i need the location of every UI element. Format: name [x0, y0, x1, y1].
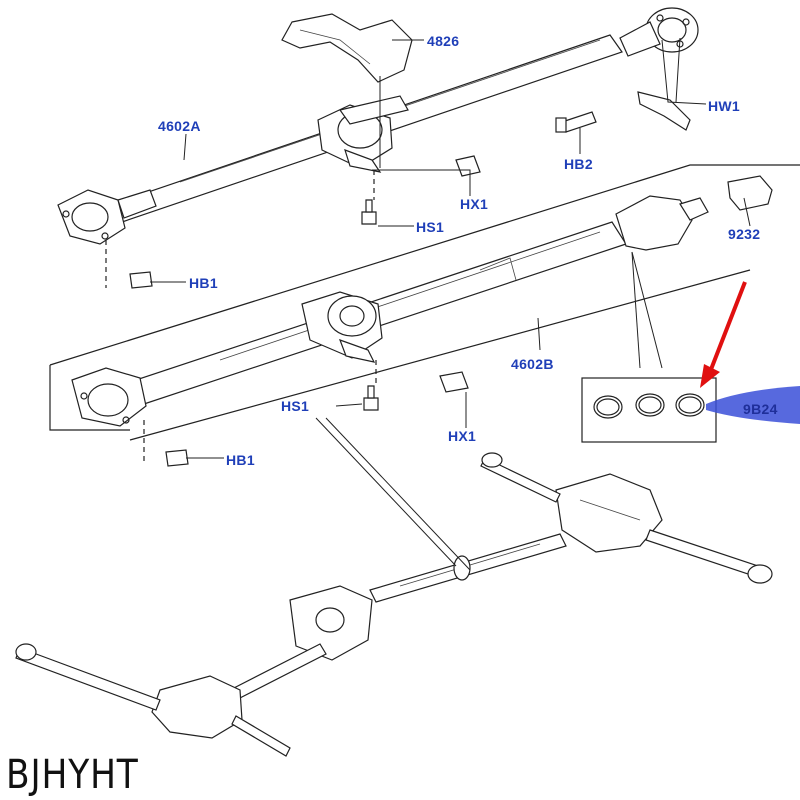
callout-highlight-blob	[706, 386, 800, 424]
red-arrow	[700, 281, 747, 388]
callout-9232: 9232	[728, 226, 761, 242]
callout-hx1-bottom: HX1	[448, 428, 477, 444]
callout-hb1-bottom: HB1	[226, 452, 255, 468]
callout-4826: 4826	[427, 33, 460, 49]
callout-9b24: 9B24	[743, 401, 778, 417]
leader-lines	[150, 37, 751, 571]
callout-4602a: 4602A	[158, 118, 201, 134]
brand-watermark: BJHYHT	[6, 752, 139, 798]
callout-hs1-bottom: HS1	[281, 398, 310, 414]
callout-hb1-top: HB1	[189, 275, 218, 291]
callout-hx1-top: HX1	[460, 196, 489, 212]
callout-hw1: HW1	[708, 98, 741, 114]
vehicle-driveline-sketch	[15, 452, 773, 757]
o-ring-inset-box	[581, 377, 717, 443]
callout-hb2: HB2	[564, 156, 593, 172]
callout-hs1-top: HS1	[416, 219, 445, 235]
upper-propshaft-4602a	[57, 7, 699, 289]
callout-4602b: 4602B	[511, 356, 554, 372]
lower-propshaft-4602b	[49, 164, 800, 467]
